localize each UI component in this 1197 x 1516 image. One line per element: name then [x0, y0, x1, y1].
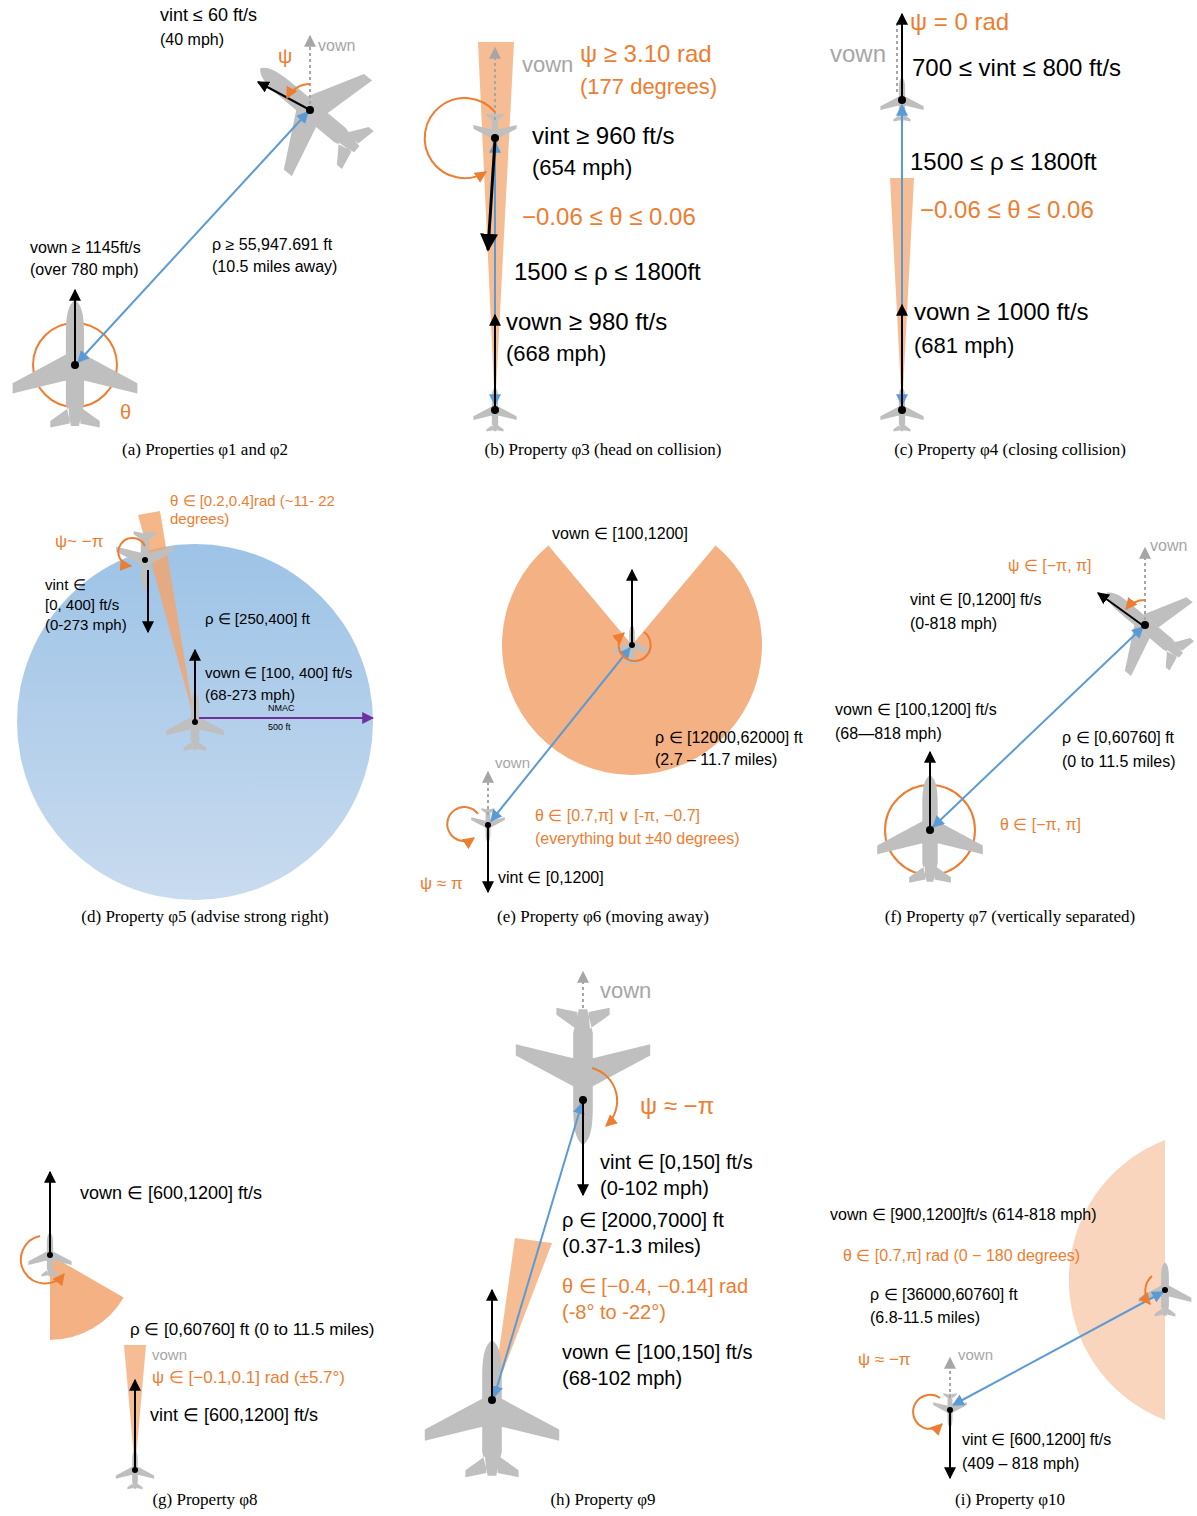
annotation-label: vint ∈ [45, 576, 86, 594]
annotation-label: ρ ∈ [0,60760] ft (0 to 11.5 miles) [130, 1320, 375, 1340]
annotation-label: (654 mph) [532, 155, 632, 181]
annotation-label: (0-273 mph) [45, 616, 127, 634]
annotation-label: (over 780 mph) [30, 260, 139, 279]
annotation-label: ρ ∈ [2000,7000] ft [562, 1208, 724, 1232]
annotation-label: (409 – 818 mph) [962, 1454, 1079, 1473]
annotation-label: θ ∈ [0.2,0.4]rad (~11- 22 degrees) [170, 492, 345, 528]
annotation-label: ρ ∈ [250,400] ft [205, 610, 310, 628]
panel-caption: (g) Property φ8 [152, 1490, 257, 1510]
annotation-label: ψ~ −π [55, 532, 103, 552]
annotation-label: ψ ∈ [−0.1,0.1] rad (±5.7°) [152, 1368, 345, 1388]
annotation-label: ψ ≥ 3.10 rad [580, 40, 712, 69]
panel-caption: (c) Property φ4 (closing collision) [894, 440, 1126, 460]
annotation-label: ψ ∈ [−π, π] [1008, 556, 1092, 575]
panel-caption: (f) Property φ7 (vertically separated) [885, 907, 1136, 927]
annotation-label: ρ ∈ [12000,62000] ft [655, 728, 803, 747]
annotation-label: θ ∈ [0.7,π] rad (0 − 180 degrees) [843, 1246, 1080, 1265]
annotation-label: (40 mph) [160, 30, 224, 49]
annotation-label: vown [318, 36, 355, 55]
panel-caption: (e) Property φ6 (moving away) [497, 907, 709, 927]
annotation-label: (0-818 mph) [910, 614, 997, 633]
annotation-label: vint ∈ [600,1200] ft/s [150, 1405, 318, 1427]
annotation-label: 700 ≤ vint ≤ 800 ft/s [912, 54, 1121, 83]
annotation-label: vown ∈ [600,1200] ft/s [80, 1183, 262, 1205]
annotation-label: ψ ≈ π [420, 874, 463, 894]
annotation-label: (-8° to -22°) [562, 1300, 666, 1324]
annotation-label: vown ≥ 1145ft/s [30, 238, 141, 257]
annotation-label: vown ∈ [100,150] ft/s [562, 1340, 752, 1364]
annotation-label: vown ∈ [100, 400] ft/s [205, 664, 352, 682]
annotation-label: (68—818 mph) [835, 724, 942, 743]
annotation-label: θ ∈ [−π, π] [1000, 815, 1081, 834]
panel-caption: (d) Property φ5 (advise strong right) [81, 907, 328, 927]
annotation-label: vown [600, 978, 651, 1004]
panel-caption: (b) Property φ3 (head on collision) [485, 440, 722, 460]
panel-caption: (a) Properties φ1 and φ2 [122, 440, 288, 460]
annotation-label: (0.37-1.3 miles) [562, 1234, 701, 1258]
annotation-label: vown [958, 1346, 993, 1364]
annotation-label: vint ≥ 960 ft/s [532, 122, 675, 151]
annotation-label: vint ∈ [0,1200] ft/s [910, 590, 1041, 609]
panel-caption: (h) Property φ9 [550, 1490, 655, 1510]
annotation-label: θ [120, 400, 131, 424]
annotation-label: (10.5 miles away) [212, 257, 337, 276]
annotation-label: ψ ≈ −π [640, 1092, 714, 1121]
annotation-label: (0-102 mph) [600, 1176, 709, 1200]
annotation-label: NMAC [268, 703, 295, 714]
annotation-label: ρ ∈ [36000,60760] ft [870, 1285, 1018, 1304]
annotation-label: vown [830, 40, 886, 69]
annotation-label: (681 mph) [914, 333, 1014, 359]
annotation-label: (68-102 mph) [562, 1366, 682, 1390]
annotation-label: 500 ft [268, 722, 291, 733]
annotation-label: (0 to 11.5 miles) [1062, 752, 1176, 771]
annotation-label: θ ∈ [0.7,π] ∨ [-π, −0.7] [535, 806, 700, 825]
annotation-label: vint ∈ [0,1200] [498, 868, 604, 887]
annotation-label: vown [1150, 536, 1187, 555]
annotation-label: −0.06 ≤ θ ≤ 0.06 [920, 196, 1094, 225]
annotation-label: vown ∈ [900,1200]ft/s (614-818 mph) [830, 1205, 1097, 1224]
annotation-label: (everything but ±40 degrees) [535, 829, 739, 848]
panel-caption: (i) Property φ10 [955, 1490, 1065, 1510]
annotation-label: vown ∈ [100,1200] ft/s [835, 700, 997, 719]
annotation-label: vown [495, 754, 530, 772]
annotation-label: vown ≥ 1000 ft/s [914, 298, 1089, 327]
annotation-label: vint ∈ [0,150] ft/s [600, 1150, 753, 1174]
annotation-label: vint ∈ [600,1200] ft/s [962, 1430, 1111, 1449]
annotation-label: ψ [278, 44, 292, 68]
annotation-label: ψ ≈ −π [858, 1350, 911, 1370]
annotation-label: vown [152, 1346, 187, 1364]
annotation-label: 1500 ≤ ρ ≤ 1800ft [910, 148, 1097, 177]
annotation-label: [0, 400] ft/s [45, 596, 119, 614]
annotation-label: (2.7 – 11.7 miles) [655, 750, 777, 769]
annotation-label: 1500 ≤ ρ ≤ 1800ft [514, 258, 701, 287]
annotation-label: (6.8-11.5 miles) [870, 1308, 980, 1327]
annotation-label: (668 mph) [506, 341, 606, 367]
annotation-label: θ ∈ [−0.4, −0.14] rad [562, 1274, 748, 1298]
annotation-label: vown ≥ 980 ft/s [506, 308, 667, 337]
annotation-label: −0.06 ≤ θ ≤ 0.06 [522, 203, 696, 232]
annotation-label: vint ≤ 60 ft/s [160, 5, 257, 27]
annotation-label: vown ∈ [100,1200] [552, 524, 688, 543]
annotation-label: vown [522, 52, 573, 78]
annotation-label: ρ ∈ [0,60760] ft [1062, 728, 1174, 747]
annotation-label: (68-273 mph) [205, 686, 295, 704]
annotation-label: (177 degrees) [580, 74, 717, 100]
annotation-label: ρ ≥ 55,947.691 ft [212, 235, 332, 254]
annotation-label: ψ = 0 rad [910, 8, 1009, 37]
